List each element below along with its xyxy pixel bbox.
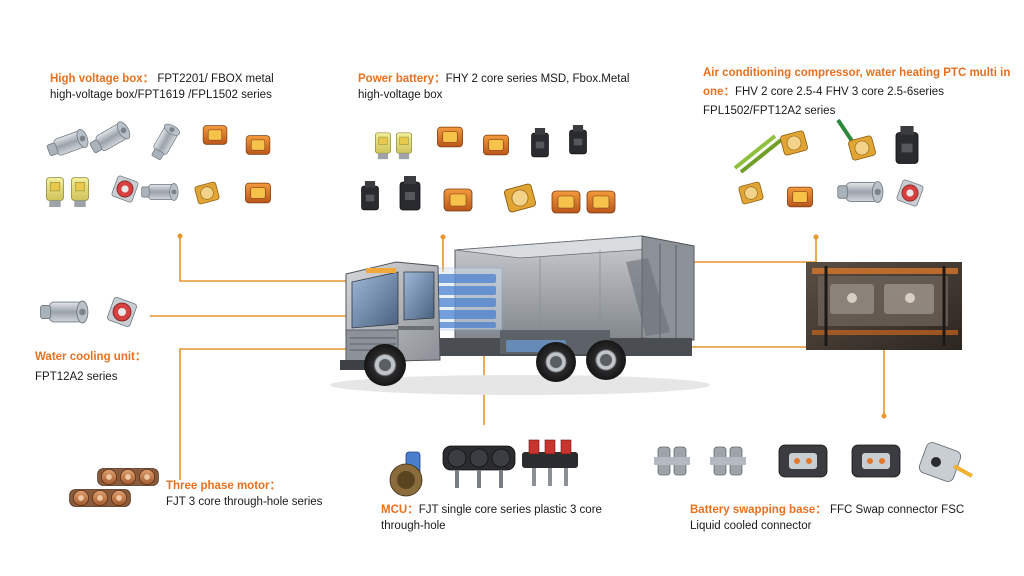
label-high-voltage-box: High voltage box： FPT2201/ FBOX metal hi… bbox=[50, 71, 274, 103]
orange-connector-icon bbox=[586, 190, 616, 214]
label-text-line2: high-voltage box bbox=[358, 89, 443, 101]
label-text-line1: FPT2201/ FBOX metal bbox=[157, 73, 274, 85]
label-text-line2: high-voltage box/FPT1619 /FPL1502 series bbox=[50, 89, 272, 101]
copper-terminal-icon bbox=[97, 468, 159, 486]
label-battery-swapping: Battery swapping base： FFC Swap connecto… bbox=[690, 502, 964, 534]
swap-plate-connector-icon bbox=[778, 444, 828, 478]
label-heading: High voltage box bbox=[50, 73, 143, 85]
connector-icon bbox=[40, 118, 973, 507]
orange-connector-icon bbox=[245, 182, 271, 204]
silver-connector-icon bbox=[46, 128, 89, 156]
gold-connector-icon bbox=[780, 130, 808, 156]
label-separator: ： bbox=[407, 504, 419, 516]
grey-pin-connector-icon bbox=[654, 446, 690, 476]
label-power-battery: Power battery：FHY 2 core series MSD, Fbo… bbox=[358, 71, 629, 103]
label-heading-cont: one bbox=[703, 86, 724, 98]
gold-connector-icon bbox=[738, 181, 764, 205]
label-heading: Air conditioning compressor, water heati… bbox=[703, 67, 1011, 79]
label-heading: Power battery bbox=[358, 73, 435, 85]
label-text-line1: FJT 3 core through-hole series bbox=[166, 496, 323, 508]
black-connector-icon bbox=[895, 126, 919, 164]
label-text-line3: FPL1502/FPT12A2 series bbox=[703, 105, 836, 117]
garbage-truck-illustration bbox=[330, 235, 710, 395]
orange-connector-icon bbox=[443, 188, 473, 212]
leader-ac-compressor bbox=[690, 237, 817, 263]
panel-connector-icon bbox=[896, 179, 924, 207]
orange-connector-icon bbox=[245, 135, 271, 155]
label-water-cooling: Water cooling unit： FPT12A2 series bbox=[35, 349, 146, 385]
leader-high-voltage-box bbox=[179, 236, 406, 282]
wire-icon bbox=[733, 134, 783, 174]
gold-connector-icon bbox=[504, 183, 536, 213]
copper-terminal-icon bbox=[69, 489, 131, 507]
label-text-line1: FPT12A2 series bbox=[35, 371, 118, 383]
label-separator: ： bbox=[434, 73, 446, 85]
blue-connector-icon bbox=[389, 451, 423, 497]
yellow-connector-icon bbox=[71, 177, 89, 208]
panel-connector-icon bbox=[111, 175, 139, 203]
leader-three-phase-motor bbox=[179, 348, 420, 480]
label-heading: Water cooling unit bbox=[35, 351, 135, 363]
black-connector-icon bbox=[399, 176, 421, 211]
label-heading: Three phase motor bbox=[166, 480, 270, 492]
label-text-line2: through-hole bbox=[381, 520, 446, 532]
silver-connector-icon bbox=[40, 300, 89, 324]
factory-photo bbox=[806, 262, 962, 350]
label-three-phase-motor: Three phase motor： FJT 3 core through-ho… bbox=[166, 478, 322, 510]
label-text-line1: FJT single core series plastic 3 core bbox=[418, 504, 602, 516]
red-terminal-icon bbox=[522, 439, 578, 486]
orange-connector-icon bbox=[202, 125, 228, 145]
black-connector-icon bbox=[361, 181, 379, 211]
swap-plate-connector-icon bbox=[851, 444, 901, 478]
label-separator: ： bbox=[723, 86, 735, 98]
label-text-line2: FHV 2 core 2.5-4 FHV 3 core 2.5-6series bbox=[734, 86, 944, 98]
black-connector-icon bbox=[569, 125, 587, 155]
black-connector-icon bbox=[531, 128, 549, 158]
silver-connector-icon bbox=[837, 181, 884, 203]
label-separator: ： bbox=[269, 480, 282, 492]
silver-connector-icon bbox=[141, 183, 179, 201]
yellow-connector-icon bbox=[396, 132, 412, 160]
label-separator: ： bbox=[142, 73, 155, 85]
panel-connector-icon bbox=[107, 297, 137, 327]
label-air-conditioning: Air conditioning compressor, water heati… bbox=[703, 65, 1010, 119]
grey-pin-connector-icon bbox=[710, 446, 746, 476]
triple-connector-icon bbox=[442, 445, 516, 488]
label-separator: ： bbox=[815, 504, 827, 516]
label-text-line2: Liquid cooled connector bbox=[690, 520, 812, 532]
silver-connector-icon bbox=[151, 123, 180, 160]
label-separator: ： bbox=[134, 351, 147, 363]
orange-connector-icon bbox=[787, 186, 813, 208]
silver-connector-icon bbox=[89, 121, 131, 154]
orange-connector-icon bbox=[437, 126, 463, 148]
fsc-connector-icon bbox=[918, 442, 973, 482]
orange-connector-icon bbox=[483, 134, 509, 156]
label-text-line1: FHY 2 core series MSD, Fbox.Metal bbox=[445, 73, 630, 85]
gold-connector-icon bbox=[848, 135, 876, 161]
label-heading: MCU bbox=[381, 504, 408, 516]
orange-connector-icon bbox=[551, 190, 581, 214]
gold-connector-icon bbox=[194, 181, 220, 205]
label-text-line1: FFC Swap connector FSC bbox=[829, 504, 965, 516]
yellow-connector-icon bbox=[375, 132, 391, 160]
yellow-connector-icon bbox=[46, 177, 64, 208]
label-mcu: MCU：FJT single core series plastic 3 cor… bbox=[381, 502, 602, 534]
label-heading: Battery swapping base bbox=[690, 504, 816, 516]
